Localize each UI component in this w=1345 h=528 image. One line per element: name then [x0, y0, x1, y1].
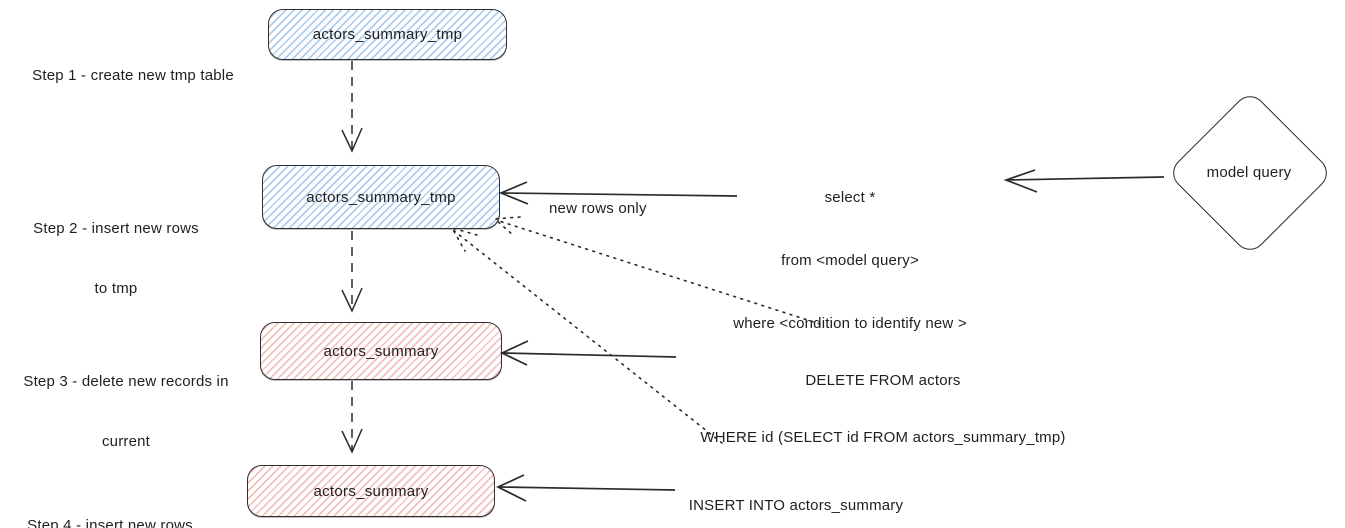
step-1-label-line1: Step 1 - create new tmp table [32, 67, 234, 84]
node-step4-summary-table-label: actors_summary [313, 482, 429, 500]
step-3-label-line1: Step 3 - delete new records in [23, 373, 229, 390]
new-rows-only-label: new rows only [549, 200, 647, 217]
step-4-label: Step 4 - insert new rows into actors [12, 476, 208, 528]
node-step2-tmp-table-label: actors_summary_tmp [306, 188, 456, 206]
arrow-insert-to-step4-box [496, 474, 676, 502]
node-step2-tmp-table: actors_summary_tmp [262, 165, 500, 229]
arrow-step3-to-step4 [341, 381, 363, 454]
arrow-delete-to-step3-box [500, 340, 677, 366]
node-step4-summary-table: actors_summary [247, 465, 495, 517]
node-step3-summary-table-label: actors_summary [323, 342, 439, 360]
step-2-label-line2: to tmp [94, 280, 138, 297]
step-2-label-line1: Step 2 - insert new rows [33, 220, 199, 237]
select-query-line2: from <model query> [781, 252, 919, 269]
node-step1-tmp-table-label: actors_summary_tmp [312, 26, 463, 43]
step-2-label: Step 2 - insert new rows to tmp [10, 179, 222, 339]
insert-query-line1: INSERT INTO actors_summary [688, 497, 904, 514]
step-3-label-line2: current [101, 433, 151, 450]
step-1-label: Step 1 - create new tmp table [8, 26, 258, 126]
step-3-label: Step 3 - delete new records in current [4, 332, 248, 492]
arrow-step2-to-step3 [341, 231, 363, 313]
arrow-step1-to-step2 [341, 61, 363, 153]
insert-query-annotation: INSERT INTO actors_summary SELECT * FROM… [672, 451, 920, 528]
select-query-annotation: select * from <model query> where <condi… [705, 145, 995, 376]
arrow-modelquery-to-select [1003, 169, 1165, 193]
model-query-label: model query [1206, 164, 1292, 181]
select-query-line1: select * [824, 189, 876, 206]
delete-query-line1: DELETE FROM actors [805, 372, 961, 389]
step-4-label-line1: Step 4 - insert new rows [27, 517, 193, 528]
delete-query-line2: WHERE id (SELECT id FROM actors_summary_… [700, 429, 1066, 446]
node-step1-tmp-table: actors_summary_tmp [268, 9, 507, 60]
select-query-line3: where <condition to identify new > [733, 315, 967, 332]
node-step3-summary-table: actors_summary [260, 322, 502, 380]
